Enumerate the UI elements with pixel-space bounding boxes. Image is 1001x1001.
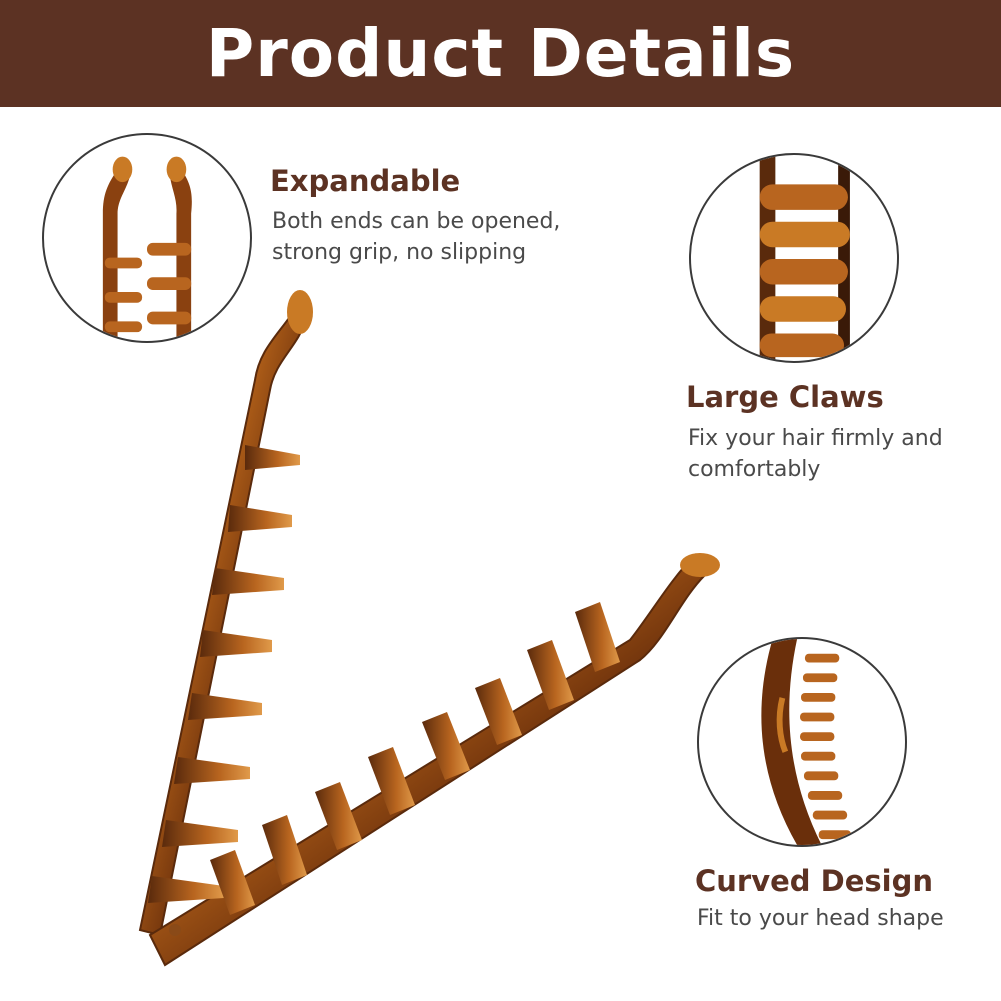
page-title: Product Details (205, 14, 796, 92)
hair-clip-product-image (138, 290, 720, 967)
feature-desc-large-claws-line1: Fix your hair firmly and (688, 426, 943, 451)
feature-title-large-claws: Large Claws (686, 380, 884, 414)
curved-design-detail-circle (697, 637, 907, 847)
expandable-detail-circle (42, 133, 252, 343)
feature-desc-curved-design-line1: Fit to your head shape (697, 906, 944, 931)
open-clip-ends-icon (102, 156, 192, 341)
feature-title-expandable: Expandable (270, 164, 461, 198)
feature-desc-expandable-line2: strong grip, no slipping (272, 240, 527, 265)
claw-teeth-icon (759, 155, 850, 361)
feature-desc-large-claws-line2: comfortably (688, 457, 821, 482)
header-banner: Product Details (0, 0, 1001, 107)
curved-comb-icon (761, 639, 852, 845)
feature-title-curved-design: Curved Design (695, 864, 934, 898)
feature-desc-expandable-line1: Both ends can be opened, (272, 209, 561, 234)
large-claws-detail-circle (689, 153, 899, 363)
